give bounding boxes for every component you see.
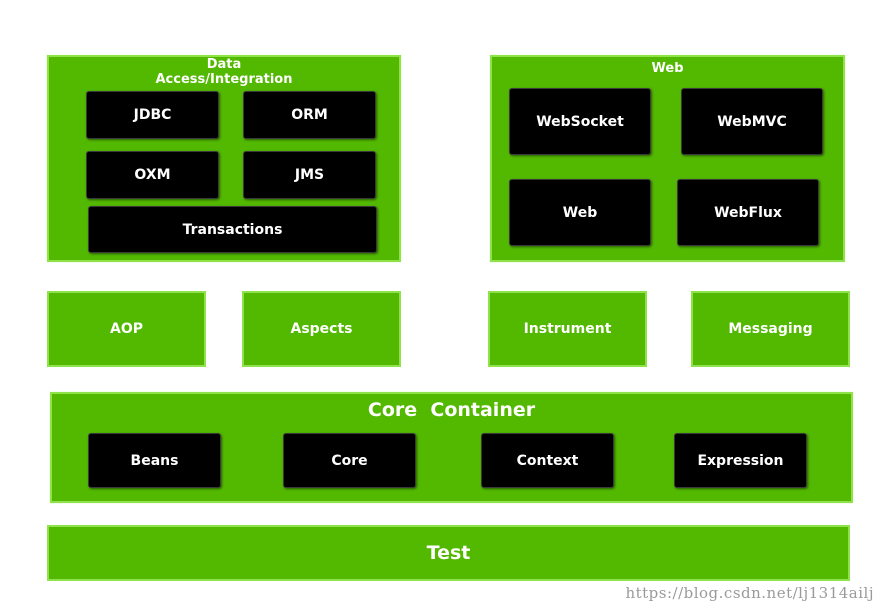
module-oxm: OXM bbox=[86, 151, 219, 199]
data-access-integration-panel: Data Access/Integration JDBC ORM OXM JMS… bbox=[47, 55, 401, 262]
module-aspects: Aspects bbox=[242, 291, 401, 367]
module-beans: Beans bbox=[88, 433, 221, 488]
module-expression: Expression bbox=[674, 433, 807, 488]
module-transactions: Transactions bbox=[88, 206, 377, 253]
watermark-url: https://blog.csdn.net/lj1314ailj bbox=[625, 584, 874, 602]
module-messaging: Messaging bbox=[691, 291, 850, 367]
web-panel: Web WebSocket WebMVC Web WebFlux bbox=[490, 55, 845, 262]
module-jdbc: JDBC bbox=[86, 91, 219, 139]
module-jms: JMS bbox=[243, 151, 376, 199]
module-core: Core bbox=[283, 433, 416, 488]
data-access-integration-title: Data Access/Integration bbox=[155, 57, 293, 87]
module-instrument: Instrument bbox=[488, 291, 647, 367]
module-context: Context bbox=[481, 433, 614, 488]
module-websocket: WebSocket bbox=[509, 88, 651, 155]
module-aop: AOP bbox=[47, 291, 206, 367]
module-web: Web bbox=[509, 179, 651, 246]
module-orm: ORM bbox=[243, 91, 376, 139]
web-title: Web bbox=[651, 61, 684, 76]
core-container-panel: Core Container Beans Core Context Expres… bbox=[50, 392, 853, 503]
test-panel: Test bbox=[47, 525, 850, 581]
core-container-title: Core Container bbox=[367, 399, 536, 421]
module-webmvc: WebMVC bbox=[681, 88, 823, 155]
module-webflux: WebFlux bbox=[677, 179, 819, 246]
